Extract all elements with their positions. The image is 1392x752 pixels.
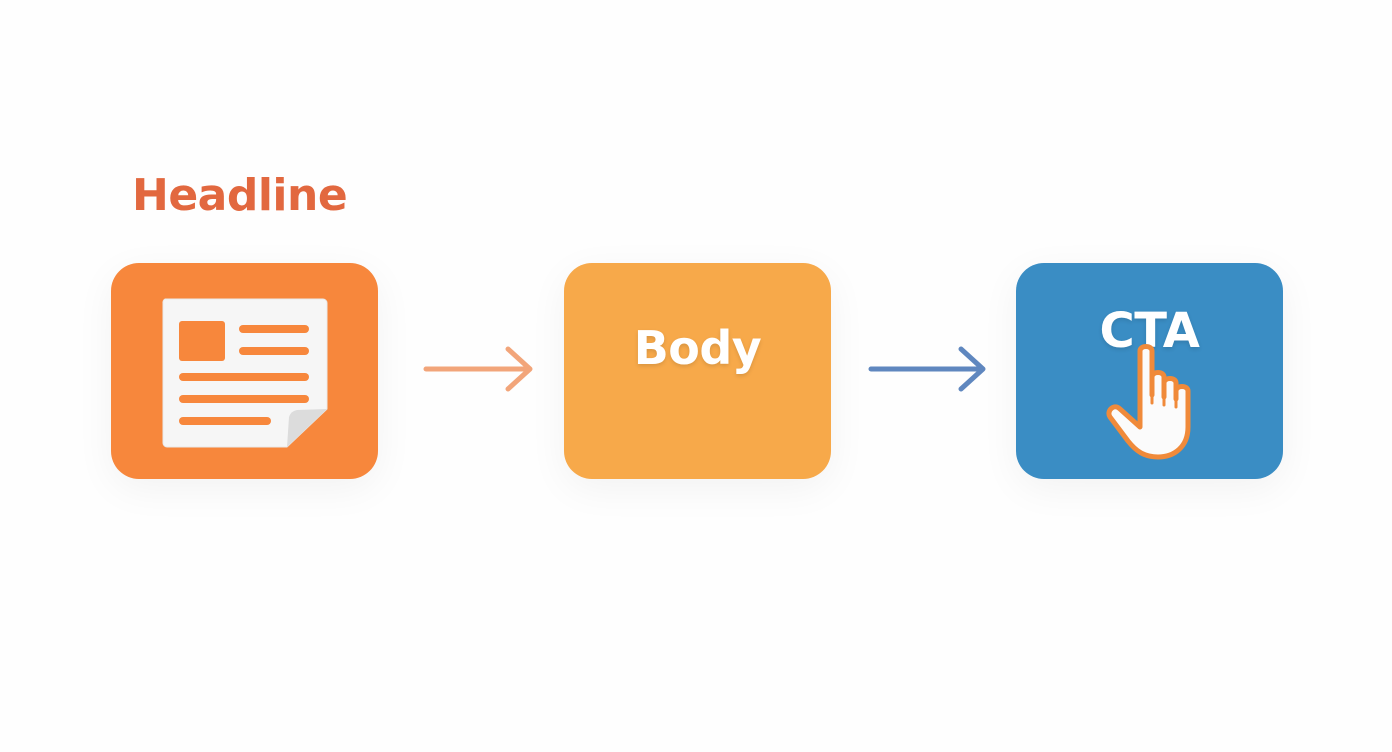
headline-label: Headline: [132, 170, 348, 221]
arrow-right-icon: [423, 346, 533, 392]
document-icon: [162, 298, 328, 448]
cta-box: CTA: [1016, 263, 1283, 479]
body-box: Body: [564, 263, 831, 479]
arrow-right-icon: [868, 346, 986, 392]
hand-pointer-icon: [1106, 344, 1191, 460]
headline-box: [111, 263, 378, 479]
body-label: Body: [633, 321, 762, 375]
